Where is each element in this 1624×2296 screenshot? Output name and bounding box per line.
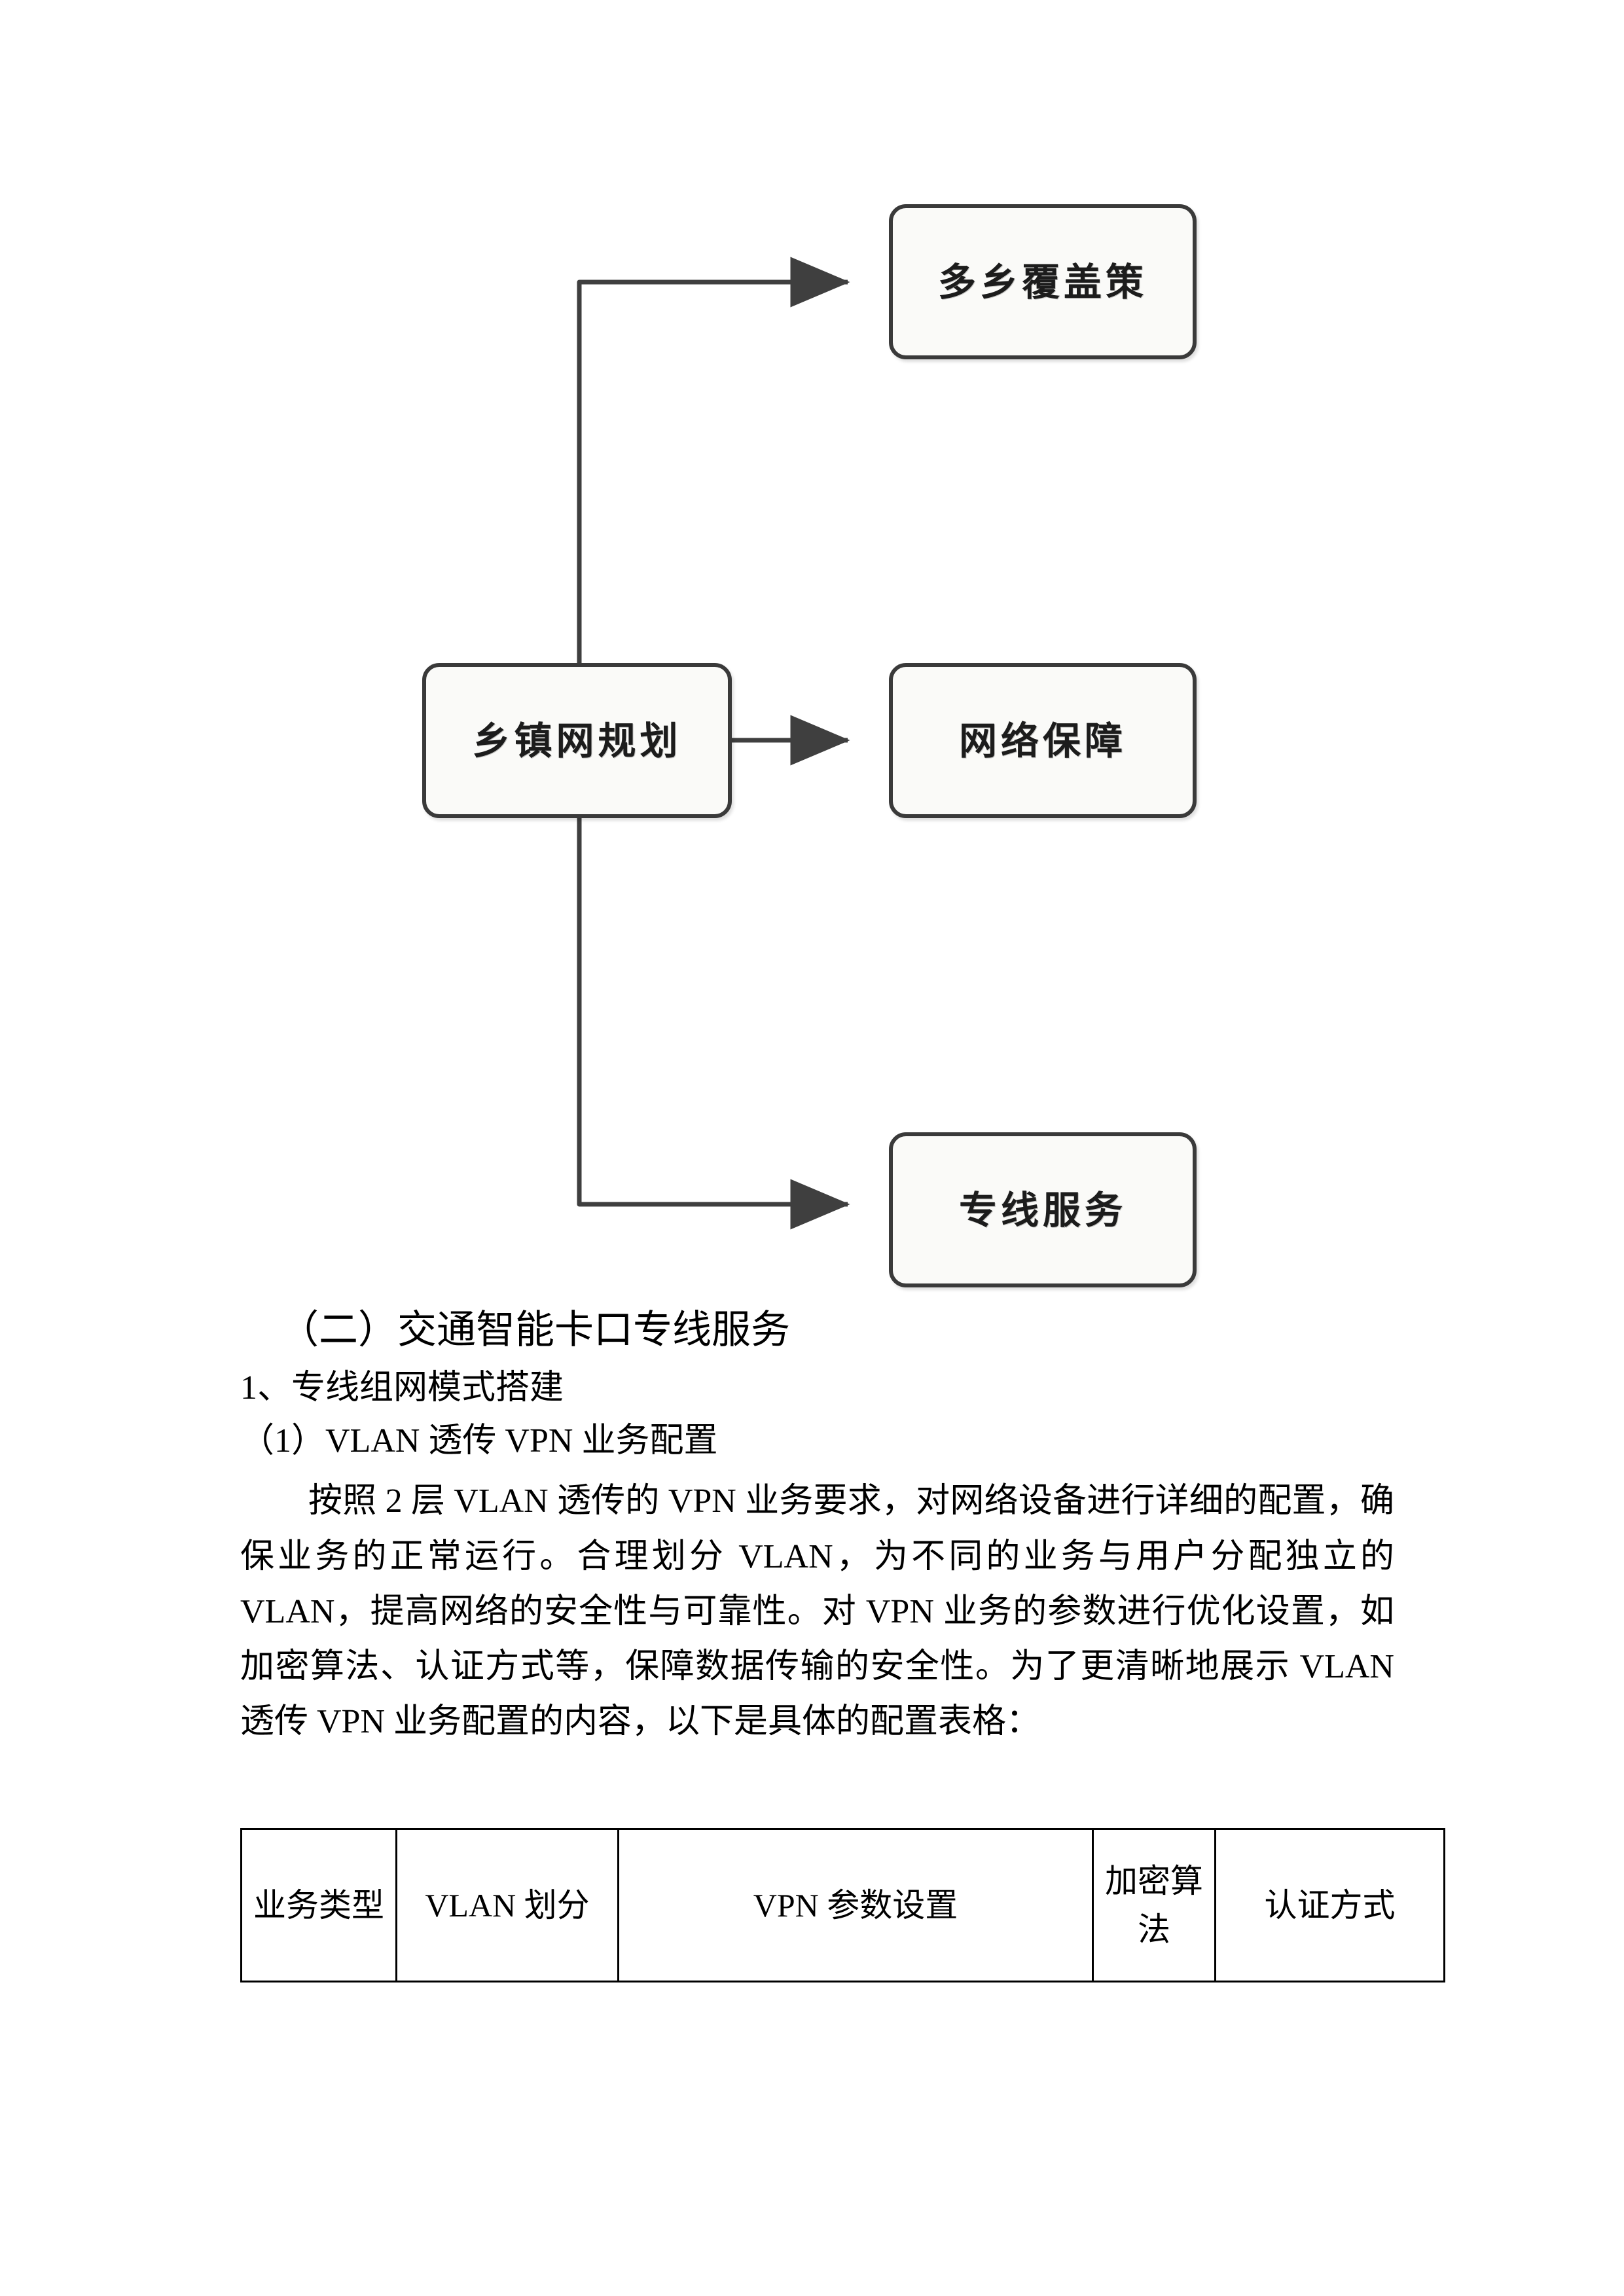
- vlan-vpn-config-table: 业务类型 VLAN 划分 VPN 参数设置 加密算法 认证方式: [240, 1828, 1445, 1982]
- table-header-service-type: 业务类型: [240, 1828, 397, 1982]
- table-header-vpn-parameters: VPN 参数设置: [617, 1828, 1094, 1982]
- diagram-node-top-label: 多乡覆盖策: [937, 259, 1147, 304]
- diagram-node-source[interactable]: 乡镇网规划: [422, 663, 732, 818]
- table-header-row: 业务类型 VLAN 划分 VPN 参数设置 加密算法 认证方式: [240, 1828, 1445, 1982]
- table-header-authentication-method: 认证方式: [1214, 1828, 1445, 1982]
- document-body: （二）交通智能卡口专线服务 1、专线组网模式搭建 （1）VLAN 透传 VPN …: [240, 1302, 1394, 1750]
- network-planning-diagram: 乡镇网规划 多乡覆盖策 网络保障 专线服务: [422, 204, 1197, 1287]
- sub-item-heading: （1）VLAN 透传 VPN 业务配置: [240, 1422, 718, 1460]
- diagram-connectors: [577, 257, 850, 1230]
- vlan-vpn-config-table-wrapper: 业务类型 VLAN 划分 VPN 参数设置 加密算法 认证方式: [240, 1828, 1445, 1982]
- diagram-node-middle-label: 网络保障: [958, 718, 1127, 763]
- section-heading: （二）交通智能卡口专线服务: [280, 1308, 790, 1352]
- diagram-node-network-assurance[interactable]: 网络保障: [889, 663, 1197, 818]
- diagram-node-dedicated-line-service[interactable]: 专线服务: [889, 1132, 1197, 1287]
- item-heading: 1、专线组网模式搭建: [240, 1369, 564, 1407]
- diagram-node-multi-township-coverage[interactable]: 多乡覆盖策: [889, 204, 1197, 359]
- diagram-node-source-label: 乡镇网规划: [472, 718, 682, 763]
- body-paragraph: 按照 2 层 VLAN 透传的 VPN 业务要求，对网络设备进行详细的配置，确保…: [240, 1482, 1394, 1741]
- edge-source-to-top: [577, 257, 850, 663]
- table-header-vlan-division: VLAN 划分: [395, 1828, 619, 1982]
- diagram-node-bottom-label: 专线服务: [958, 1187, 1127, 1232]
- table-header-encryption-algorithm: 加密算法: [1092, 1828, 1216, 1982]
- table-head: 业务类型 VLAN 划分 VPN 参数设置 加密算法 认证方式: [240, 1828, 1445, 1982]
- edge-source-to-bottom: [577, 818, 850, 1230]
